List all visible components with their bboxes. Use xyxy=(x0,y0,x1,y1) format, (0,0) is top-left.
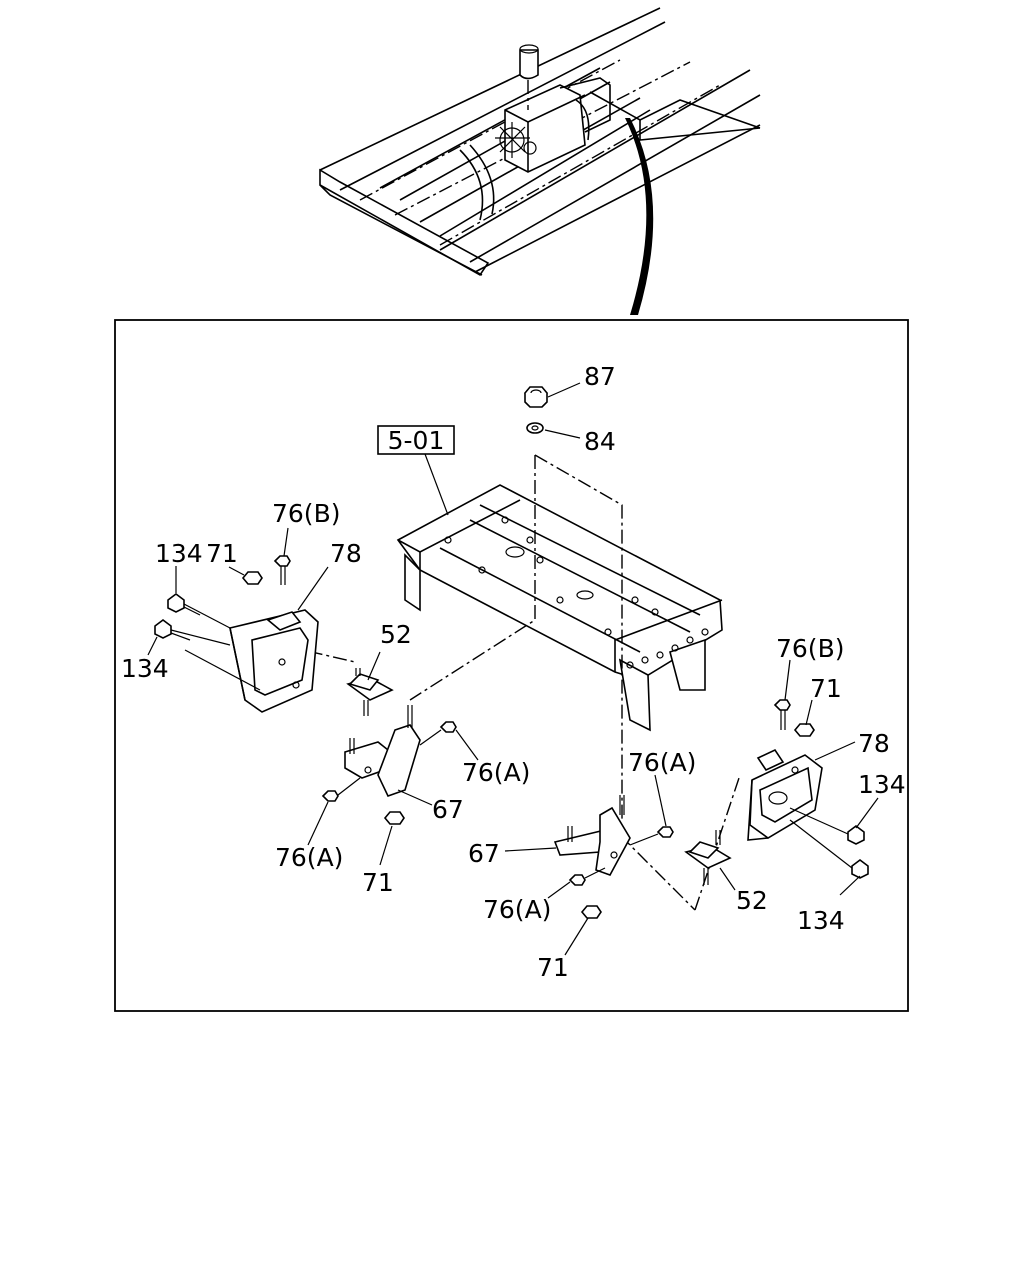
callout-71-right-bottom: 71 xyxy=(537,953,569,982)
callout-67-right: 67 xyxy=(468,839,500,868)
bolt-76a-right-side xyxy=(656,826,674,838)
callout-52-right: 52 xyxy=(736,886,768,915)
bolt-134-right-upper xyxy=(789,807,865,845)
callout-76a-right-side: 76(A) xyxy=(628,748,696,777)
right-bracket-78 xyxy=(747,748,823,841)
left-mount-52 xyxy=(346,668,394,716)
callout-78-left: 78 xyxy=(330,539,362,568)
callout-71-left-top: 71 xyxy=(206,539,238,568)
callout-84: 84 xyxy=(584,427,616,456)
bolt-134-right-lower xyxy=(789,819,869,879)
callout-78-right: 78 xyxy=(858,729,890,758)
chassis-overview xyxy=(319,7,761,277)
nut-71-right-top xyxy=(793,723,815,737)
right-bracket-67 xyxy=(553,795,631,876)
callout-71-left-bottom: 71 xyxy=(362,868,394,897)
left-bracket-78 xyxy=(229,609,319,713)
frame-crossmember xyxy=(396,484,723,732)
callout-134-right-upper: 134 xyxy=(858,770,906,799)
nut-87 xyxy=(523,386,549,408)
bolt-76b-left xyxy=(273,555,291,585)
bolt-76a-left-bottom xyxy=(321,790,339,802)
callout-76a-left-side: 76(A) xyxy=(462,758,530,787)
callout-67-left: 67 xyxy=(432,795,464,824)
figure-ref-box xyxy=(377,425,455,455)
assembly-line xyxy=(409,455,536,701)
nut-71-right-bottom xyxy=(580,905,602,919)
bolt-76a-left-side xyxy=(439,721,457,733)
callout-76a-left-bottom: 76(A) xyxy=(275,843,343,872)
callout-134-upper-left: 134 xyxy=(155,539,203,568)
nut-71-left-bottom xyxy=(383,811,405,825)
nut-71-left-top xyxy=(241,571,263,585)
callout-76b-right: 76(B) xyxy=(776,634,844,663)
bolt-134-upper-left xyxy=(167,593,231,629)
callout-52-left: 52 xyxy=(380,620,412,649)
right-mount-52 xyxy=(684,830,732,885)
callout-134-right-lower: 134 xyxy=(797,906,845,935)
bolt-76b-right xyxy=(773,699,791,730)
zoom-leader xyxy=(625,118,654,315)
detail-frame xyxy=(114,319,909,1012)
callout-87: 87 xyxy=(584,362,616,391)
bolt-134-lower-left xyxy=(154,619,261,691)
callout-76b-left: 76(B) xyxy=(272,499,340,528)
left-bracket-67 xyxy=(344,705,421,797)
callout-76a-right-bottom: 76(A) xyxy=(483,895,551,924)
figure-ref-label: 5-01 xyxy=(388,426,445,455)
washer-84 xyxy=(526,422,544,434)
bolt-76a-right-bottom xyxy=(568,874,586,886)
callout-134-lower-left: 134 xyxy=(121,654,169,683)
callout-71-right-top: 71 xyxy=(810,674,842,703)
